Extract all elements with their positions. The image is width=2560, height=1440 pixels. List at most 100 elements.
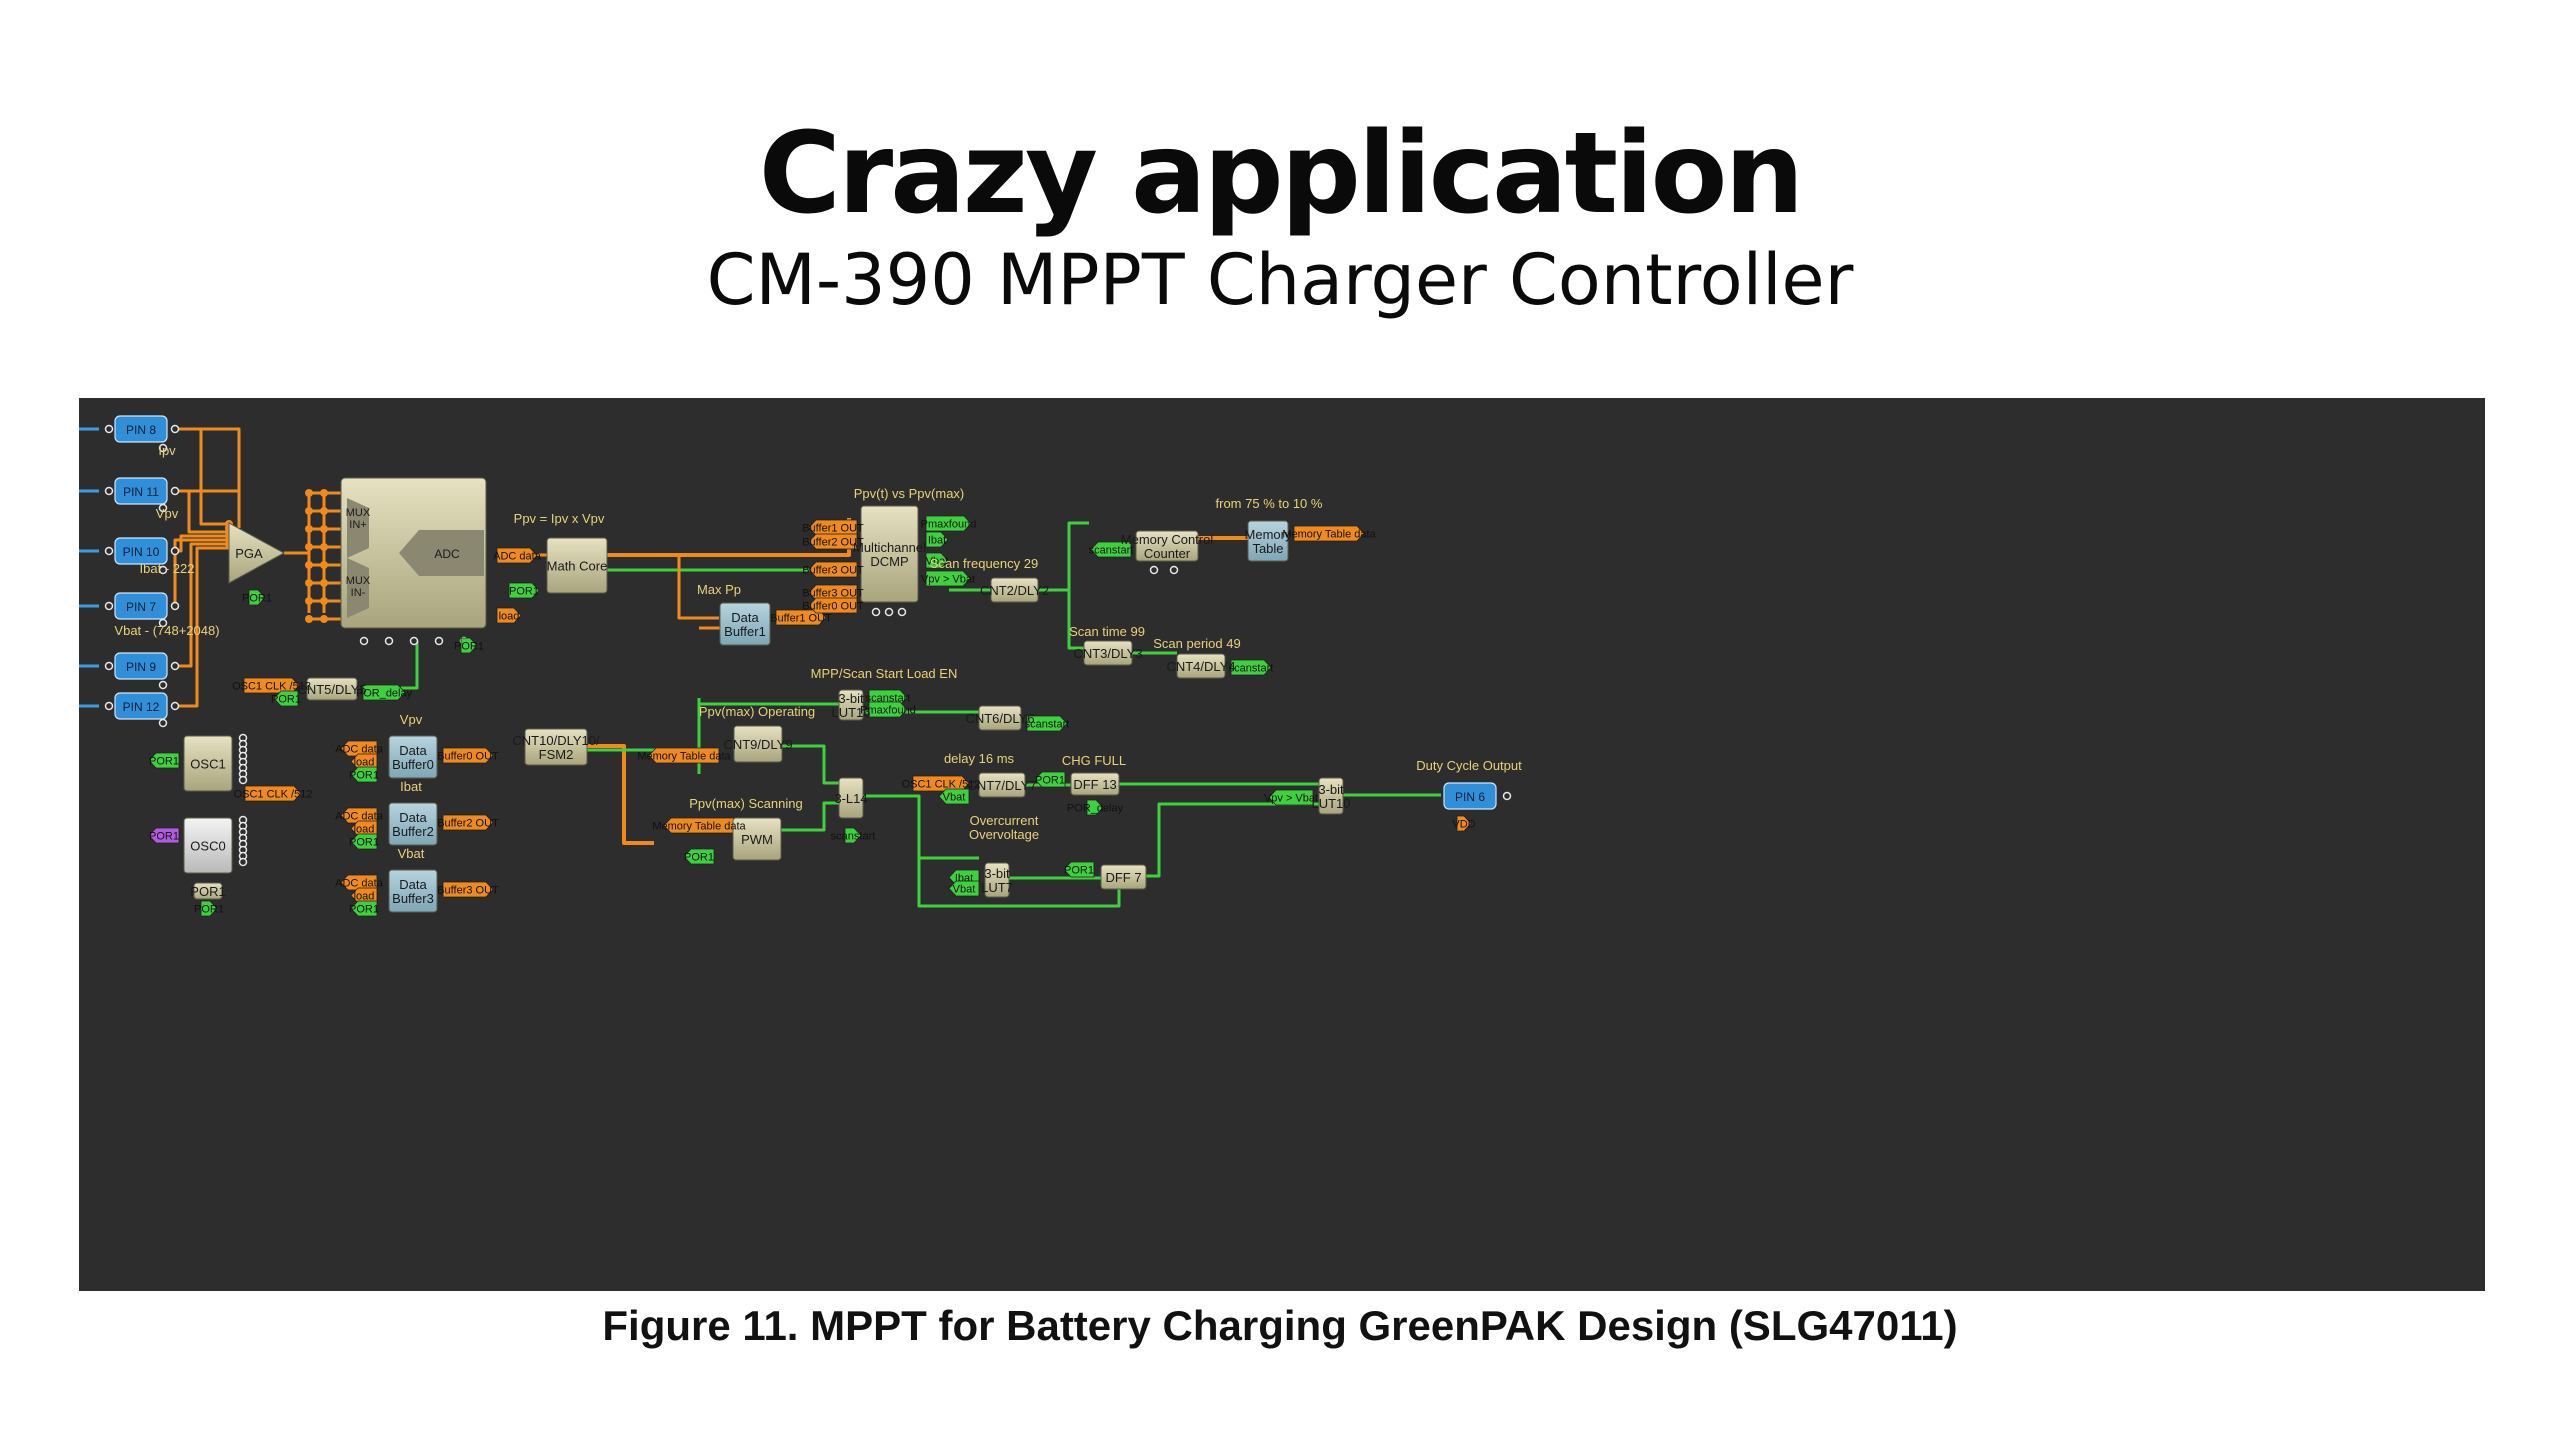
memory-table-block[interactable]: [1247, 520, 1289, 562]
pin-pin11[interactable]: [114, 477, 168, 505]
lut7-ibat-tag-text: Ibat: [955, 873, 973, 885]
adc-por-wire: [401, 641, 419, 690]
pin-pin7[interactable]: [114, 592, 168, 620]
dff13-block-label: DFF 13: [1073, 777, 1116, 792]
cnt10-fsm2-block[interactable]: [524, 728, 588, 766]
math-core-block[interactable]: [546, 537, 608, 594]
lut7-vbat-tag-text: Vbat: [953, 884, 976, 896]
port-terminal: [434, 636, 444, 646]
cnt6-dly6-block-label: CNT6/DLY6: [965, 711, 1034, 726]
memctl-scanstart-tag-text: scanstart: [1089, 545, 1134, 557]
lut14-block-label: 3-L14: [834, 791, 867, 806]
cnt7-dly7-block[interactable]: [978, 772, 1026, 798]
cnt3-input-wire: [1067, 590, 1084, 650]
dff13-por-delay-tag: [1086, 799, 1104, 816]
reset-loop-wire: [917, 863, 1121, 908]
lut7-block[interactable]: [984, 862, 1010, 898]
lut16-pmaxfound-tag-text: Pmaxfound: [860, 705, 916, 717]
pin-pin6-label: PIN 6: [1455, 790, 1485, 804]
pga-amplifier[interactable]: [228, 522, 286, 584]
por1-block-label: POR1: [190, 884, 225, 899]
pga-input-wire: [175, 427, 229, 526]
port-terminal: [104, 601, 114, 611]
data-buffer3-out-tag-text: Buffer3 OUT: [437, 885, 499, 897]
duty-cycle-caption: Duty Cycle Output: [1416, 758, 1522, 773]
cnt2-dly2-block[interactable]: [990, 577, 1039, 603]
dcmp-in-0-tag-text: Buffer1 OUT: [802, 523, 864, 535]
data-buffer3-block[interactable]: [388, 869, 438, 913]
port-terminal: [158, 618, 168, 628]
dcmp-in-2-tag-text: Buffer3 OUT: [802, 565, 864, 577]
data-buffer2-out-tag-text: Buffer2 OUT: [437, 818, 499, 830]
pga-por1-tag: [248, 589, 266, 606]
data-buffer1-block[interactable]: [719, 602, 771, 646]
pin-pin10[interactable]: [114, 537, 168, 565]
pin6-vdd-tag-text: VDD: [1452, 819, 1475, 831]
pin-pin6[interactable]: [1443, 782, 1497, 810]
port-terminal: [170, 486, 180, 496]
por1-block[interactable]: [193, 882, 223, 900]
memory-table-data-tag-text: Memory Table data: [1282, 529, 1376, 541]
port-terminal: [170, 661, 180, 671]
data-buffer0-por1-tag-text: POR1: [349, 770, 379, 782]
cnt5-por1-tag-text: POR1: [271, 694, 301, 706]
lut14-block[interactable]: [838, 777, 864, 819]
cnt3-dly3-block[interactable]: [1083, 640, 1133, 666]
data-buffer2-out-tag: [442, 814, 494, 831]
cnt9-mem-tag-text: Memory Table data: [637, 751, 731, 763]
adc-por1-tag-text: POR1: [454, 641, 484, 653]
lut10-block[interactable]: [1318, 777, 1344, 815]
cnt5-out-tag-text: POR_delay: [356, 688, 413, 700]
memory-control-counter-block[interactable]: [1135, 530, 1199, 562]
pin-pin10-label: PIN 10: [123, 545, 160, 559]
port-terminal: [170, 601, 180, 611]
scan-frequency-caption: Scan frequency 29: [930, 556, 1038, 571]
pin-pin9[interactable]: [114, 652, 168, 680]
lut16-block[interactable]: [838, 689, 864, 721]
pin6-vdd-tag: [1456, 815, 1472, 832]
osc1-clk-tag: [244, 785, 302, 802]
dff7-block[interactable]: [1100, 864, 1147, 890]
pin-pin12-label: PIN 12: [123, 700, 160, 714]
cnt9-dly9-block-label: CNT9/DLY9: [723, 737, 792, 752]
port-terminal: [871, 607, 881, 617]
osc1-block[interactable]: [183, 735, 233, 792]
cnt6-dly6-block[interactable]: [978, 705, 1022, 731]
osc1-block-label: OSC1: [190, 757, 225, 772]
cnt9-dly9-block[interactable]: [733, 725, 783, 763]
chg-full-caption: CHG FULL: [1062, 753, 1126, 768]
data-buffer0-block[interactable]: [388, 735, 438, 779]
dff13-por1-tag-text: POR1: [1035, 775, 1065, 787]
data-buffer2-por1-tag: [350, 833, 378, 850]
port-terminal: [158, 565, 168, 575]
port-terminal: [1502, 791, 1512, 801]
pwm-block[interactable]: [732, 817, 782, 861]
port-terminal: [359, 636, 369, 646]
adc-core: [399, 530, 484, 576]
cnt2-dly2-block-label: CNT2/DLY2: [980, 583, 1049, 598]
cnt3-dly3-block-label: CNT3/DLY3: [1073, 646, 1142, 661]
cnt5-dly5-block[interactable]: [306, 677, 358, 701]
data-buffer0-load-tag-text: load: [354, 757, 375, 769]
cnt7-clk-tag-text: OSC1 CLK /512: [902, 779, 981, 791]
dff13-block[interactable]: [1070, 772, 1120, 796]
osc1-por1-tag: [148, 752, 180, 769]
pin-pin8[interactable]: [114, 415, 168, 443]
cnt5-dly5-block-label: CNT5/DLY5: [297, 682, 366, 697]
port-terminal: [170, 424, 180, 434]
osc0-block[interactable]: [183, 817, 233, 874]
data-buffer2-block[interactable]: [388, 802, 438, 846]
data-buffer3-por1-tag-text: POR1: [349, 904, 379, 916]
multichannel-dcmp-block[interactable]: [860, 505, 919, 603]
pin-pin12[interactable]: [114, 692, 168, 720]
dcmp-in-4-tag: [808, 597, 858, 614]
cnt4-dly4-block[interactable]: [1176, 653, 1226, 679]
